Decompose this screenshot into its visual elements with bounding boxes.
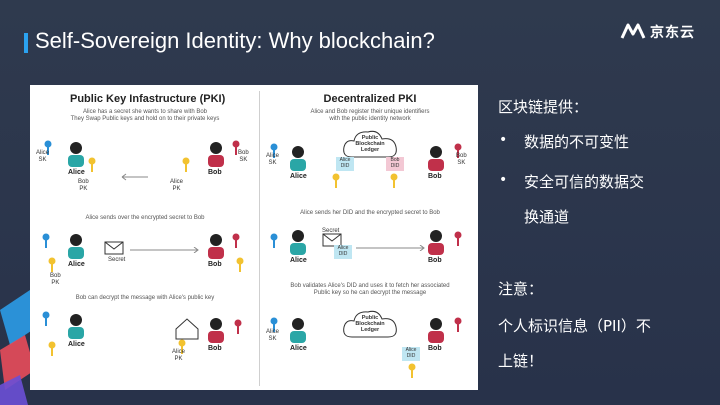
bob-avatar-icon	[208, 142, 224, 167]
bob-sk-key-icon	[232, 140, 240, 155]
dpki-alice-avatar-icon	[290, 146, 306, 171]
alice-avatar-icon-3	[68, 314, 84, 339]
bob-pk-key-icon	[88, 157, 96, 172]
bob-sk-label: Bob SK	[238, 150, 249, 163]
dpki-envelope-icon	[322, 233, 342, 247]
alice-sk-label: Alice SK	[36, 150, 50, 163]
dpki-bob-sk-key-icon-3	[454, 317, 462, 332]
slide-title: Self-Sovereign Identity: Why blockchain?	[35, 28, 435, 53]
logo-text: 京东云	[650, 25, 695, 41]
ledger-label: Public Blockchain Ledger	[355, 135, 385, 153]
bob-did-badge: Bob DID	[386, 157, 404, 171]
bullet-1-dot: •	[499, 132, 508, 148]
bullet-2-text: 安全可信的数据交	[524, 173, 645, 191]
dpki-secret-label: Secret	[322, 228, 340, 234]
dpki-desc-3: Bob validates Alice's DID and uses it to…	[290, 283, 450, 296]
pki-title: Public Key Infastructure (PKI)	[70, 93, 226, 105]
dpki-bob-avatar-icon-3	[428, 318, 444, 343]
bob-pk-key-icon-2	[48, 257, 56, 272]
open-envelope-icon	[175, 318, 199, 340]
dpki-bob-pk-key-icon	[390, 173, 398, 188]
pki-desc-2: Alice sends over the encrypted secret to…	[85, 215, 205, 221]
send-arrow-icon	[130, 247, 199, 253]
bob-avatar-icon-3	[208, 318, 224, 343]
alice-avatar-icon-2	[68, 234, 84, 259]
dpki-bob-sk-key-icon-2	[454, 231, 462, 246]
bullet-1-text: 数据的不可变性	[524, 133, 630, 151]
alice-pk-key-icon-2	[236, 257, 244, 272]
bob-name-3: Bob	[208, 345, 222, 352]
ledger-cloud-icon	[343, 130, 397, 158]
dpki-alice-pk-key-icon-3	[408, 363, 416, 378]
pki-desc-3: Bob can decrypt the message with Alice's…	[75, 295, 215, 301]
dpki-alice-name-2: Alice	[290, 257, 307, 264]
alice-pk-key-icon	[182, 157, 190, 172]
bullet-2-continuation: 换通道	[524, 208, 570, 226]
dpki-alice-name-3: Alice	[290, 345, 307, 352]
brand-logo: 京东云	[620, 22, 695, 42]
dpki-alice-sk-key-icon	[270, 143, 278, 158]
dpki-bob-name: Bob	[428, 173, 442, 180]
bob-name: Bob	[208, 169, 222, 176]
bob-pk-key-icon-3	[48, 341, 56, 356]
bob-sk-key-icon-2	[232, 233, 240, 248]
secret-label: Secret	[108, 257, 126, 263]
benefits-heading: 区块链提供：	[498, 98, 589, 116]
alice-name-3: Alice	[68, 341, 85, 348]
dpki-alice-sk-label: Alice SK	[266, 153, 280, 166]
jdcloud-logo-icon	[620, 23, 646, 39]
dpki-alice-sk-label-3: Alice SK	[266, 329, 280, 342]
dpki-alice-pk-key-icon	[332, 173, 340, 188]
alice-pk-label-3: Alice PK	[172, 349, 186, 362]
alice-sk-key-icon-2	[42, 233, 50, 248]
swap-arrow-icon	[121, 173, 148, 181]
note-label: 注意：	[498, 280, 544, 298]
dpki-bob-sk-label: Bob SK	[456, 153, 467, 166]
dpki-alice-did-badge-3: Alice DID	[402, 347, 420, 361]
dpki-bob-avatar-icon-2	[428, 230, 444, 255]
dpki-alice-avatar-icon-3	[290, 318, 306, 343]
dpki-bob-sk-key-icon	[454, 143, 462, 158]
dpki-bob-name-2: Bob	[428, 257, 442, 264]
dpki-alice-name: Alice	[290, 173, 307, 180]
dpki-ledger-label-3: Public Blockchain Ledger	[355, 315, 385, 333]
dpki-ledger-cloud-icon-3	[343, 310, 397, 338]
panel-divider	[259, 91, 260, 386]
dpki-send-arrow-icon	[356, 245, 425, 251]
dpki-bob-name-3: Bob	[428, 345, 442, 352]
alice-name-2: Alice	[68, 261, 85, 268]
alice-name: Alice	[68, 169, 85, 176]
dpki-title: Decentralized PKI	[323, 93, 417, 105]
dpki-alice-did-badge-2: Alice DID	[334, 245, 352, 259]
alice-pk-label: Alice PK	[170, 179, 184, 192]
dpki-desc-2: Alice sends her DID and the encrypted se…	[300, 210, 440, 216]
title-accent-bar	[24, 33, 28, 53]
envelope-icon	[104, 241, 124, 255]
alice-sk-key-icon	[44, 140, 52, 155]
bob-name-2: Bob	[208, 261, 222, 268]
dpki-alice-sk-key-icon-2	[270, 233, 278, 248]
bob-pk-label-2: Bob PK	[50, 273, 61, 286]
bob-pk-label: Bob PK	[78, 179, 89, 192]
alice-did-badge: Alice DID	[336, 157, 354, 171]
pki-diagram-image: Public Key Infastructure (PKI) Alice has…	[30, 85, 478, 390]
dpki-desc-1: Alice and Bob register their unique iden…	[310, 109, 430, 122]
bob-avatar-icon-2	[208, 234, 224, 259]
bullet-2-dot: •	[499, 172, 508, 188]
alice-sk-key-icon-3	[42, 311, 50, 326]
dpki-bob-avatar-icon	[428, 146, 444, 171]
note-line-1: 个人标识信息（PII）不	[498, 317, 651, 335]
note-line-2: 上链！	[498, 352, 544, 370]
dpki-alice-avatar-icon-2	[290, 230, 306, 255]
bob-sk-key-icon-3	[234, 319, 242, 334]
alice-avatar-icon	[68, 142, 84, 167]
dpki-alice-sk-key-icon-3	[270, 317, 278, 332]
alice-pk-key-icon-3	[178, 339, 186, 354]
pki-desc-1: Alice has a secret she wants to share wi…	[70, 109, 220, 122]
